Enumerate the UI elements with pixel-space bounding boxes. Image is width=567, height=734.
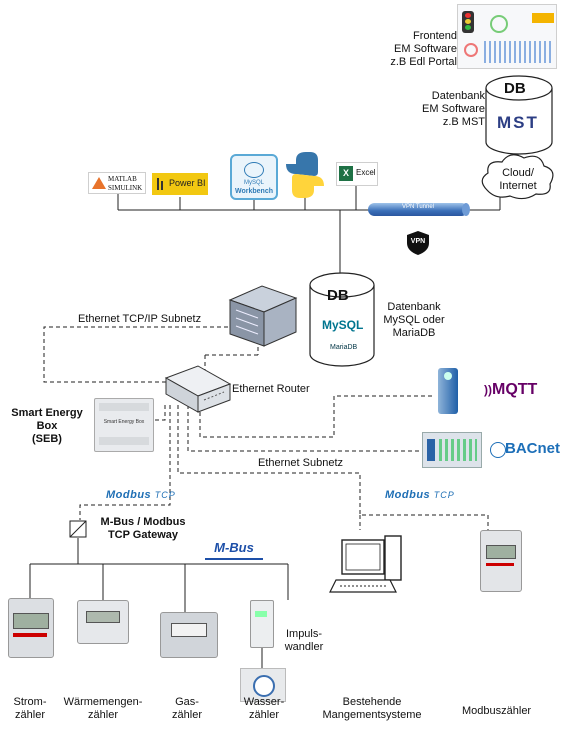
meter-label-strom: Strom-zähler	[13, 696, 47, 721]
db-mid-title: DB	[327, 287, 349, 304]
dolphin-icon	[244, 162, 264, 178]
mqtt-logo: ))MQTT	[484, 381, 538, 398]
meter-label-wasser: Wasser-zähler	[243, 696, 285, 721]
mbus-logo: M-Bus	[205, 540, 263, 560]
vpn-badge: VPN	[405, 230, 431, 256]
modbus-meter-image	[480, 530, 522, 592]
modbus-tcp-label-left: Modbus TCP	[106, 489, 176, 501]
mqtt-device	[438, 368, 458, 414]
modbus-tcp-label-right: Modbus TCP	[385, 489, 455, 501]
waerme-meter-image	[77, 600, 129, 644]
water-meter-image	[240, 668, 286, 702]
db-top-title: DB	[504, 80, 526, 97]
bacnet-device	[422, 432, 482, 468]
strom-meter-image	[8, 598, 54, 658]
router-label: Ethernet Router	[232, 383, 310, 395]
mysql-workbench-logo: MySQL Workbench	[230, 154, 278, 200]
gas-meter-image	[160, 612, 218, 658]
meter-label-gas: Gas-zähler	[172, 696, 202, 721]
impulswandler-image	[250, 600, 274, 648]
subnet-top-label: Ethernet TCP/IP Subnetz	[78, 313, 202, 325]
bacnet-logo: BACnet	[490, 440, 560, 462]
cloud-label: Cloud/Internet	[499, 167, 537, 192]
mqtt-wave-icon: ))	[484, 383, 492, 397]
vpn-tunnel: VPN Tunnel	[368, 203, 470, 216]
modbuszaehler-label: Modbuszähler	[462, 705, 532, 717]
traffic-light-icon	[462, 11, 474, 33]
gauge-icon	[490, 15, 508, 33]
gauge-icon	[464, 43, 478, 57]
mst-logo: MST	[497, 113, 539, 132]
frontend-dashboard-screenshot	[457, 4, 557, 69]
matlab-icon	[92, 177, 106, 189]
impulswandler-label: Impuls-wandler	[284, 628, 324, 653]
meter-label-waerme: Wärmemengen-zähler	[63, 696, 143, 721]
excel-logo: X Excel	[336, 162, 378, 186]
chart-block	[532, 13, 554, 23]
bar-chart	[484, 41, 554, 63]
mariadb-logo: MariaDB	[330, 344, 358, 351]
powerbi-logo: Power BI	[152, 173, 208, 195]
subnet-bottom-label: Ethernet Subnetz	[258, 457, 344, 469]
mysql-logo: MySQL	[322, 318, 364, 332]
seb-device: Smart Energy Box	[94, 398, 154, 452]
